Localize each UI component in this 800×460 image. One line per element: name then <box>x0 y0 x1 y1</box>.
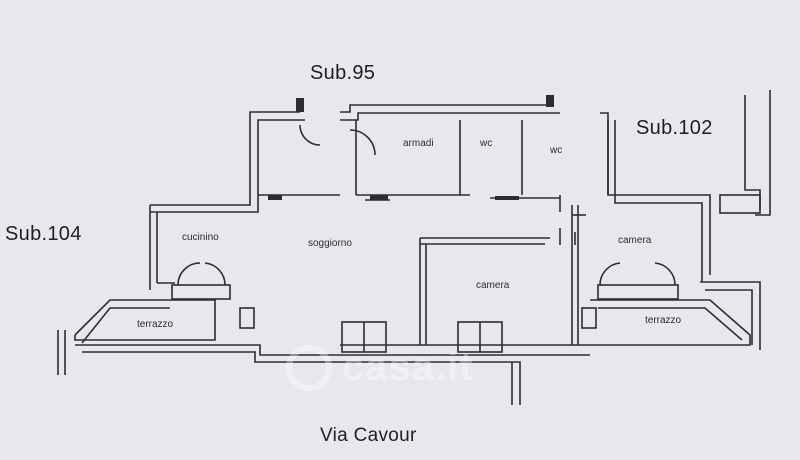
neighbor-right-wall-2 <box>755 90 771 216</box>
room-label-armadi: armadi <box>403 138 434 149</box>
window-cucinino <box>171 284 231 300</box>
terrace-right-rail-2 <box>705 289 753 345</box>
label-street: Via Cavour <box>320 425 417 446</box>
terrace-left-outline-2 <box>81 307 170 344</box>
wall-block-3 <box>495 196 519 200</box>
room-label-camera-center: camera <box>476 280 510 291</box>
wall-block-1 <box>268 195 282 200</box>
window-terrace-right-side <box>581 307 597 329</box>
window-camera-right-swing-1 <box>599 262 621 286</box>
watermark-text: casa.it <box>342 345 474 389</box>
neighbor-right-column <box>719 194 761 214</box>
label-sub-104: Sub.104 <box>5 223 82 245</box>
room-label-terrazzo-right: terrazzo <box>645 315 682 326</box>
front-wall-3 <box>340 361 521 405</box>
terrace-right-rail <box>700 281 761 350</box>
room-label-camera-right: camera <box>618 235 652 246</box>
outer-wall-top-center <box>340 95 554 113</box>
window-camera-right <box>597 284 679 300</box>
door-arc-hall <box>349 129 376 156</box>
terrace-right-outline <box>590 299 751 346</box>
wall-corner-2 <box>546 95 554 107</box>
wall-corner-1 <box>296 98 304 112</box>
outer-wall-top-right-inner <box>614 120 703 282</box>
neighbor-right-wall <box>744 95 761 210</box>
window-terrace-left-side <box>239 307 255 329</box>
terrace-right-outline-2 <box>598 307 743 341</box>
room-label-wc-2: wc <box>550 145 563 156</box>
outer-wall-top-left-inner <box>150 119 305 213</box>
room-label-wc-1: wc <box>480 138 493 149</box>
label-sub-95: Sub.95 <box>310 62 376 84</box>
outer-wall-top-center-inner <box>340 112 560 121</box>
wall-block-2 <box>370 195 388 200</box>
outer-wall-top-left <box>150 111 300 206</box>
window-cucinino-swing-1 <box>177 262 201 286</box>
terrace-left-outline <box>74 299 216 341</box>
label-sub-102: Sub.102 <box>636 117 713 139</box>
room-label-soggiorno: soggiorno <box>308 238 352 249</box>
room-label-cucinino: cucinino <box>182 232 219 243</box>
window-cucinino-swing-2 <box>204 262 226 286</box>
door-arc-entry <box>299 124 321 146</box>
watermark-logo-icon <box>286 345 332 391</box>
window-camera-right-swing-2 <box>654 262 676 286</box>
room-label-terrazzo-left: terrazzo <box>137 319 174 330</box>
